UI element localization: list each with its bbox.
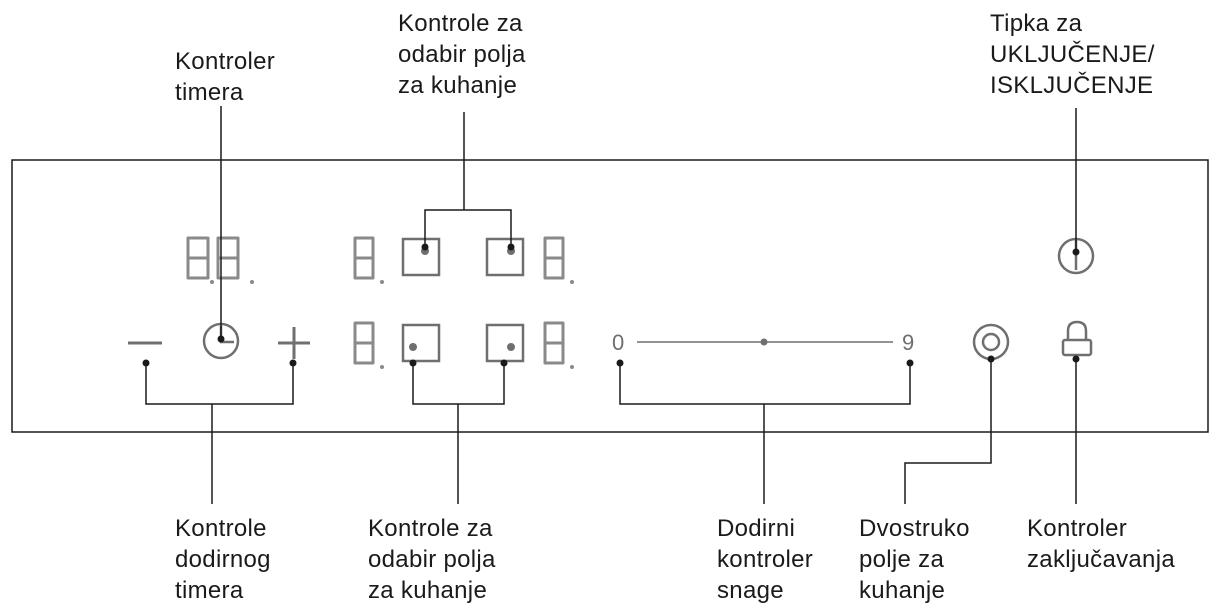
power-slider-mid-dot [760,338,768,346]
on-off-key-label: Tipka za UKLJUČENJE/ ISKLJUČENJE [990,10,1155,99]
timer-controller-label: Kontroler timera [175,48,276,106]
panel-outline [11,159,1209,433]
zone-select-square-top-left[interactable] [401,237,441,277]
zone-display-bottom-right [543,321,574,369]
slider-max-label: 9 [902,330,914,355]
leader-lines [145,106,1077,504]
power-touch-controller-label: Dodirni kontroler snage [717,515,814,604]
lock-icon[interactable] [1061,320,1093,357]
zone-select-square-top-right[interactable] [485,237,525,277]
zone-display-top-left [353,236,384,284]
zone-select-square-bottom-left[interactable] [401,323,441,363]
touch-timer-controls-label: Kontrole dodirnog timera [175,515,271,604]
zone-display-bottom-left [353,321,384,369]
zone-select-label-top: Kontrole za odabir polja za kuhanje [398,10,526,99]
dual-zone-label: Dvostruko polje za kuhanje [859,515,970,604]
zone-display-top-right [543,236,574,284]
zone-select-label-bottom: Kontrole za odabir polja za kuhanje [368,515,496,604]
timer-display [186,236,254,284]
dual-zone-icon[interactable] [972,323,1010,361]
slider-min-label: 0 [612,330,624,355]
leader-endpoint-dots [142,243,1080,367]
zone-select-square-bottom-right[interactable] [485,323,525,363]
timer-plus-icon[interactable] [278,327,310,359]
lock-controller-label: Kontroler zaključavanja [1027,515,1175,573]
